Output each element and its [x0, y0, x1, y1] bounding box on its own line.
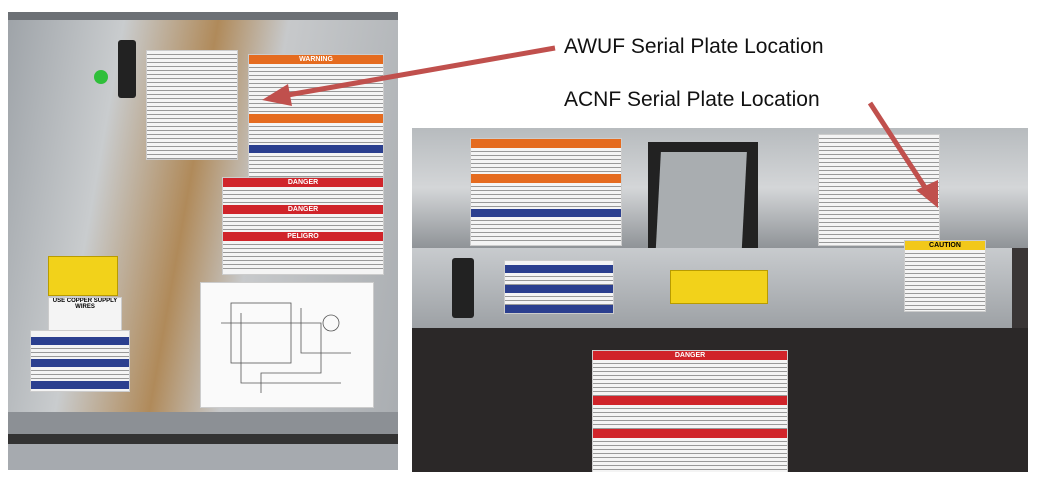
bottom-gap: [8, 434, 398, 444]
notice-sticker: [30, 330, 130, 392]
caution-sticker: CAUTION: [904, 240, 986, 312]
serial-plate: [146, 50, 238, 160]
handle: [118, 40, 136, 98]
notice-sticker: [504, 260, 614, 314]
base-panel: [8, 444, 398, 470]
awuf-arrow: [262, 45, 556, 106]
top-edge: [8, 12, 398, 20]
yellow-caution-sticker: [48, 256, 118, 296]
danger-sticker: DANGER: [592, 350, 788, 472]
yellow-caution-sticker: [670, 270, 768, 304]
warning-sticker: [470, 138, 622, 246]
wiring-diagram-sticker: [200, 282, 374, 408]
danger-sticker: DANGER DANGER PELIGRO: [222, 177, 384, 275]
bottom-rail: [8, 412, 398, 434]
handle: [452, 258, 474, 318]
wiring-diagram: [221, 302, 351, 393]
awuf-serial-plate-label: AWUF Serial Plate Location: [564, 35, 824, 58]
label-backdrop: [548, 0, 1038, 122]
green-indicator-light: [94, 70, 108, 84]
acnf-serial-plate-label: ACNF Serial Plate Location: [564, 88, 820, 111]
acnf-arrow: [867, 101, 938, 208]
